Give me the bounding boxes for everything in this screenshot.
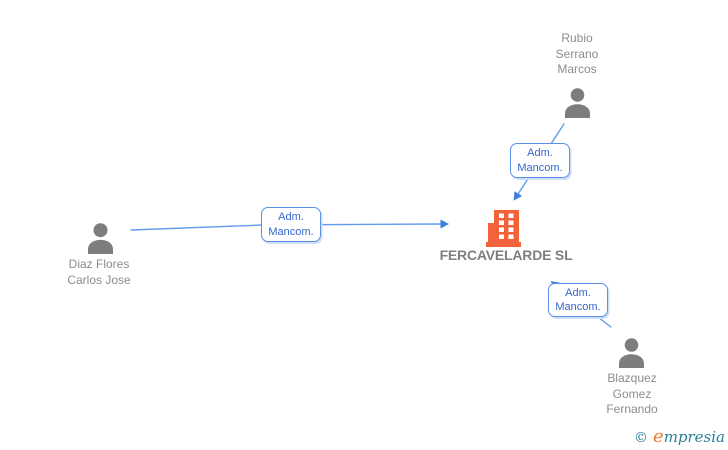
relationship-label-diaz-adm-mancom: Adm. Mancom.	[261, 207, 321, 242]
relationship-label-line: Mancom.	[555, 301, 601, 313]
person-name-blazquez-gomez-fernando: Blazquez Gomez Fernando	[572, 371, 692, 418]
person-name-line: Diaz Flores	[68, 257, 130, 271]
person-name-line: Rubio	[561, 31, 593, 45]
company-name[interactable]: FERCAVELARDE SL	[439, 247, 573, 263]
person-name-line: Blazquez	[607, 371, 657, 385]
brand-initial: e	[653, 426, 664, 447]
person-name-line: Gomez	[612, 386, 652, 401]
copyright-icon: ©	[634, 430, 649, 446]
person-icon-diaz[interactable]	[86, 223, 115, 254]
relationship-label-line: Adm.	[278, 211, 304, 223]
building-icon[interactable]	[486, 210, 521, 252]
person-name-line: Serrano	[555, 46, 599, 61]
brand-name: mpresia	[663, 428, 725, 446]
person-name-line: Marcos	[557, 62, 597, 76]
relationship-label-line: Mancom.	[268, 225, 314, 238]
person-name-line: Carlos Jose	[67, 272, 131, 287]
relationship-label-line: Adm.	[527, 147, 553, 159]
person-icon-blazquez[interactable]	[617, 338, 646, 368]
person-name-rubio-serrano-marcos: Rubio Serrano Marcos	[527, 31, 627, 78]
relationship-label-line: Adm.	[565, 286, 591, 299]
relationship-label-rubio-adm-mancom: Adm. Mancom.	[510, 143, 570, 178]
relationship-label-line: Mancom.	[517, 161, 563, 174]
person-name-diaz-flores-carlos-jose: Diaz Flores Carlos Jose	[39, 257, 159, 288]
relationship-label-blazquez-adm-mancom: Adm. Mancom.	[548, 283, 608, 317]
person-name-line: Fernando	[606, 402, 658, 416]
person-icon-rubio[interactable]	[563, 88, 592, 118]
empresia-logo[interactable]: © e mpresia	[634, 426, 725, 447]
